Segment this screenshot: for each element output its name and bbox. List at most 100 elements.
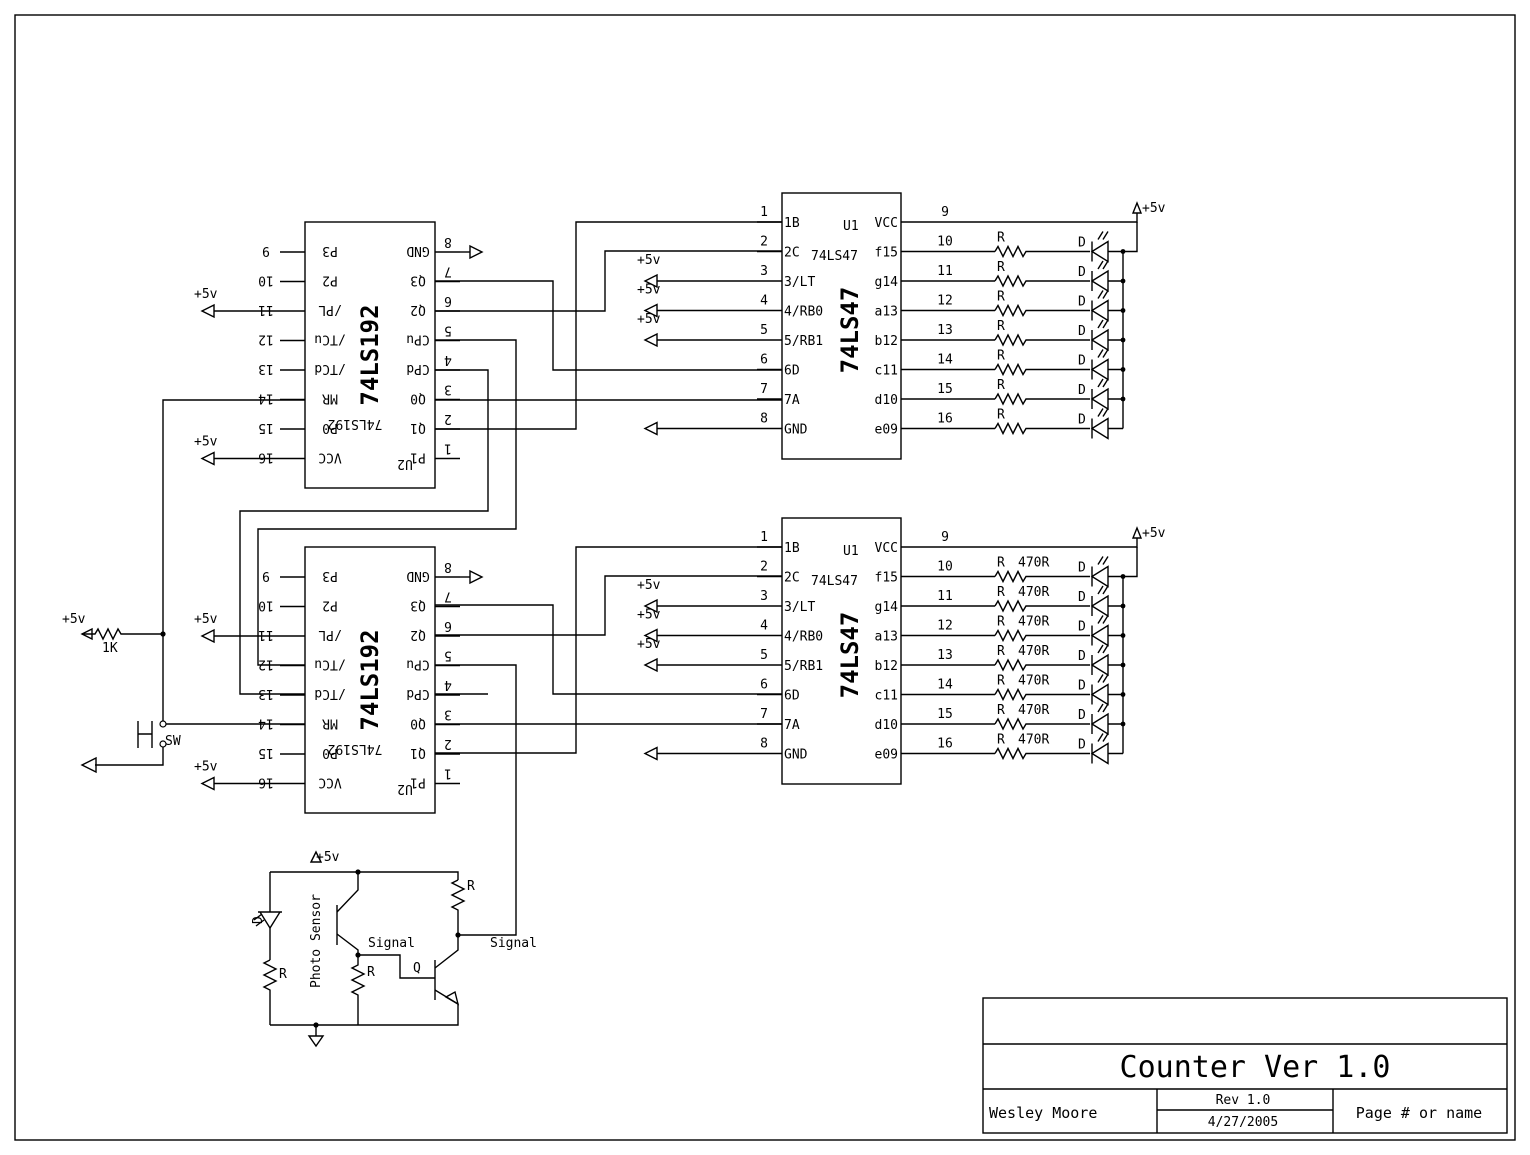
title-block: Counter Ver 1.0 Wesley Moore Rev 1.0 4/2…	[982, 997, 1508, 1134]
segment-resistor	[994, 717, 1090, 731]
u1_top-pin-name: d10	[875, 393, 898, 408]
u1_top-pin-name: g14	[875, 275, 899, 290]
u2_top-pin-name: GND	[406, 243, 430, 258]
diode-label: D	[1078, 679, 1086, 694]
gnd-arrow	[643, 746, 658, 761]
segment-led	[1090, 653, 1123, 677]
u1_bot-pin-num: 4	[760, 619, 768, 634]
u1_bot-pin-num: 10	[937, 560, 953, 575]
led-rays	[1097, 615, 1109, 624]
u2_bot-pin-num: 2	[444, 736, 452, 751]
reset-supply-label: +5v	[62, 612, 86, 627]
led-common-anode	[1122, 222, 1138, 429]
u1_bot-pin-num: 16	[937, 737, 953, 752]
u1-bot-ref: U1	[843, 544, 859, 559]
u1_top-pin-num: 2	[760, 235, 768, 250]
u2_top-pin-num: 6	[444, 293, 452, 308]
resistor-label: R	[997, 408, 1005, 423]
u1_bot-pin-name: 1B	[784, 541, 800, 556]
wiring	[162, 221, 782, 936]
u2-bot-part: 74LS192	[356, 629, 384, 730]
supply-label: +5v	[637, 283, 661, 298]
diode-label: D	[1078, 265, 1086, 280]
page-border	[14, 14, 1516, 1141]
u1_bot-pin-num: 7	[760, 707, 768, 722]
u2_top-pin-name: /TCu	[314, 332, 345, 347]
supply-arrow	[200, 628, 215, 644]
supply-label: +5v	[194, 612, 218, 627]
sensor-r1-label: R	[279, 967, 287, 982]
supply-arrow	[200, 303, 215, 319]
diode-label: D	[1078, 561, 1086, 576]
photo-sensor-label: Photo Sensor	[309, 894, 324, 988]
gnd-arrow	[643, 421, 658, 436]
resistor-value: 470R	[1018, 556, 1049, 571]
u2_top-pin-num: 2	[444, 411, 452, 426]
segment-led	[1090, 358, 1123, 381]
u1_bot-pin-name: c11	[875, 689, 898, 704]
led-common-anode	[1122, 547, 1138, 754]
u1-bot-left-pins: 11B22C33/LT44/RB055/RB166D77A8GND+5v+5v+…	[637, 530, 823, 763]
gnd-arrow	[469, 244, 484, 260]
u1_top-pin-num: 5	[760, 323, 768, 338]
u1_bot-pin-name: VCC	[875, 541, 898, 556]
resistor-value: 470R	[1018, 615, 1049, 630]
led-rays	[1097, 733, 1109, 742]
u1_bot-pin-name: e09	[875, 748, 898, 763]
led-junction	[1120, 692, 1126, 697]
led-junction	[1120, 721, 1126, 727]
segment-resistor	[994, 333, 1090, 347]
segment-resistor	[994, 303, 1090, 318]
led-junction	[1120, 367, 1126, 372]
u1_top-pin-num: 15	[937, 382, 953, 397]
led-rays	[1097, 703, 1109, 713]
segment-led	[1090, 328, 1123, 352]
supply-arrow	[643, 303, 658, 318]
resistor-value: 470R	[1018, 674, 1049, 689]
u2_top-pin-num: 7	[444, 264, 452, 279]
u1_top-pin-name: 7A	[784, 393, 800, 408]
segment-led	[1090, 712, 1123, 736]
resistor-label: R	[997, 290, 1005, 305]
u1-top-right-pins: 9VCC10f1511g1412a1313b1214c1115d1016e09+…	[875, 201, 1166, 438]
u2_top-pin-num: 11	[258, 302, 274, 317]
transistor-label: Q	[413, 961, 421, 976]
u1_top-pin-num: 8	[760, 412, 768, 427]
u2_bot-pin-name: VCC	[318, 775, 341, 790]
u2_bot-pin-name: /PL	[318, 627, 342, 642]
supply-label: +5v	[194, 760, 218, 775]
u2_top-pin-num: 3	[444, 382, 452, 397]
segment-resistor	[994, 658, 1090, 672]
u1_bot-pin-name: a13	[875, 630, 898, 645]
segment-resistor	[994, 687, 1090, 702]
diode-label: D	[1078, 590, 1086, 605]
u1_bot-pin-num: 13	[937, 648, 953, 663]
supply-label: +5v	[194, 287, 218, 302]
u1_top-pin-num: 13	[937, 323, 953, 338]
u2-top-inner-part: 74LS192	[328, 416, 383, 431]
led-rays	[1097, 674, 1109, 683]
segment-led	[1090, 299, 1123, 322]
segment-resistor	[994, 421, 1090, 436]
u2_top-pin-num: 12	[258, 332, 274, 347]
u1_bot-pin-num: 11	[937, 589, 953, 604]
u2_top-pin-num: 1	[444, 441, 452, 456]
u1-top-chip: 74LS47 U1 74LS47 11B22C33/LT44/RB055/RB1…	[637, 192, 1166, 460]
led-junction	[1120, 396, 1126, 402]
u2_top-pin-name: P2	[322, 273, 338, 288]
u1_bot-pin-num: 15	[937, 707, 953, 722]
u2_top-pin-num: 13	[258, 361, 274, 376]
u1_top-pin-num: 4	[760, 294, 768, 309]
u1_bot-pin-num: 14	[937, 678, 953, 693]
u2_bot-pin-name: GND	[406, 568, 430, 583]
u2_top-pin-name: CPu	[406, 332, 429, 347]
u2_bot-pin-name: P3	[322, 568, 338, 583]
u1_top-pin-num: 10	[937, 235, 953, 250]
resistor-label: R	[997, 556, 1005, 571]
resistor-label: R	[997, 585, 1005, 600]
u1_bot-pin-num: 5	[760, 648, 768, 663]
diode-label: D	[1078, 295, 1086, 310]
diode-label: D	[1078, 620, 1086, 635]
led-rays	[1097, 378, 1109, 388]
